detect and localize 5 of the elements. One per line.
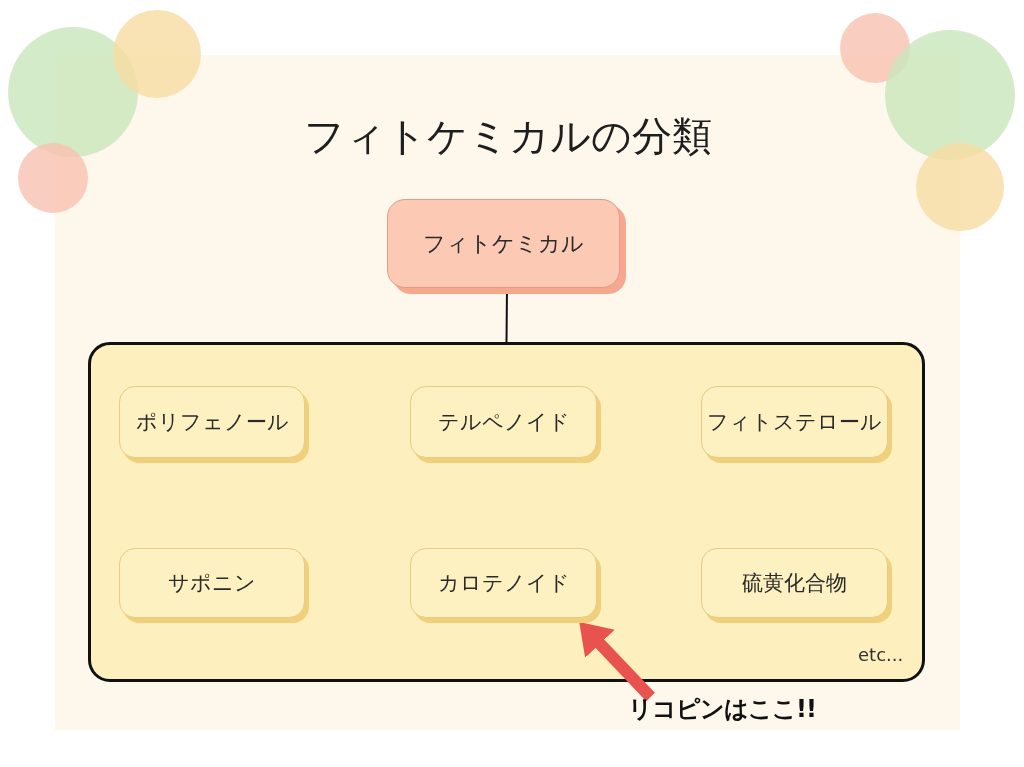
note-text: etc... <box>858 644 904 666</box>
group-box <box>88 342 925 682</box>
title: フィトケミカルの分類 <box>303 112 713 160</box>
arrow <box>579 622 655 702</box>
callout-text: リコピンはここ!! <box>628 697 816 721</box>
